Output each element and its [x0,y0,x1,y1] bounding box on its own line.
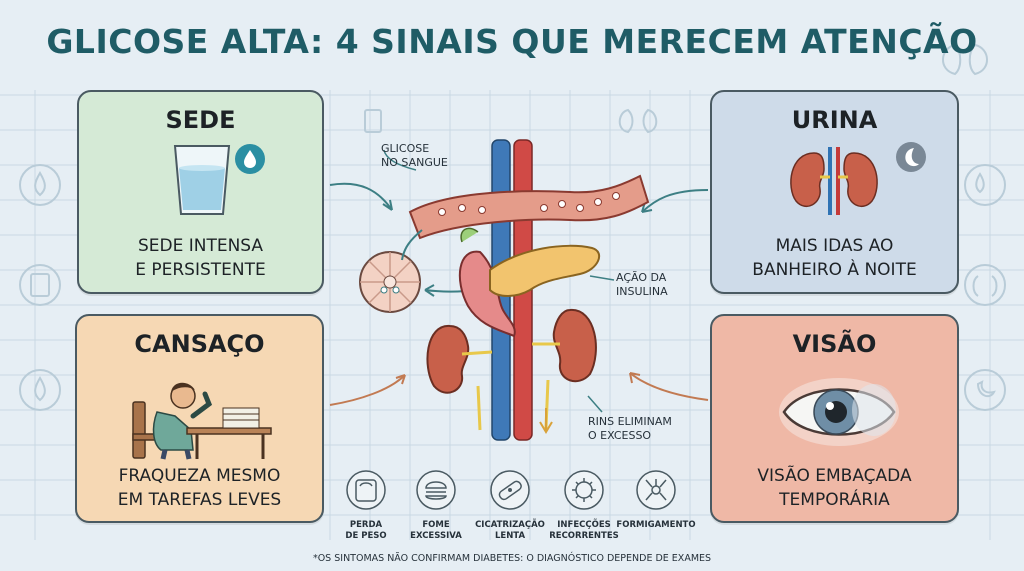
card-sede-title: SEDE [165,106,236,134]
tired-person-icon [132,382,272,460]
kidney-left [426,324,470,394]
arrow-from-urina [641,189,709,213]
cell-cluster [359,251,421,313]
footnote: *OS SINTOMAS NÃO CONFIRMAM DIABETES: O D… [312,553,712,564]
card-cansaco-title: CANSAÇO [134,330,265,358]
arrow-from-visao [629,372,709,401]
body-diagram [329,139,709,441]
card-urina: URINA MAIS IDAS AO BANHEIRO À NOITE [710,90,959,294]
pancreas [489,244,601,297]
symptom-label-infections: INFECÇÕES RECORRENTES [549,520,619,541]
card-sede: SEDE SEDE INTENSA E PERSISTENTE [77,90,324,294]
card-sede-text: SEDE INTENSA E PERSISTENTE [135,236,266,280]
symptom-label-healing: CICATRIZAÇÃO LENTA [475,520,545,541]
blurry-eye-icon [779,378,899,446]
burger-icon [416,470,456,510]
scale-icon [346,470,386,510]
water-glass-icon [173,145,231,215]
card-visao: VISÃO VISÃO EMBAÇADA TEMPORÁRIA [710,314,959,523]
kidney-label: RINS ELIMINAM O EXCESSO [588,415,672,442]
page-title: GLICOSE ALTA: 4 SINAIS QUE MERECEM ATENÇ… [46,22,978,61]
kidney-right [552,308,597,383]
arrow-from-cansaco [329,374,406,406]
kidneys-icon [790,147,878,215]
nerve-icon [636,470,676,510]
moon-icon [896,142,926,172]
symptom-label-weight: PERDA DE PESO [345,520,387,541]
water-drop-icon [235,144,265,174]
blood-vessel [408,174,650,240]
bandage-icon [490,470,530,510]
card-cansaco-text: FRAQUEZA MESMO EM TAREFAS LEVES [117,466,282,510]
glucose-label: GLICOSE NO SANGUE [381,142,448,169]
card-urina-text: MAIS IDAS AO BANHEIRO À NOITE [752,236,917,280]
symptom-label-hunger: FOME EXCESSIVA [410,520,462,541]
card-urina-title: URINA [791,106,878,134]
germ-icon [564,470,604,510]
arrow-from-sede [329,182,393,211]
insulin-label: AÇÃO DA INSULINA [616,271,668,298]
card-cansaco: CANSAÇO FRAQUEZA MESMO EM TAREFAS LEVES [75,314,324,523]
card-visao-text: VISÃO EMBAÇADA TEMPORÁRIA [757,466,912,510]
symptom-label-tingling: FORMIGAMENTO [616,520,696,530]
card-visao-title: VISÃO [792,330,877,358]
